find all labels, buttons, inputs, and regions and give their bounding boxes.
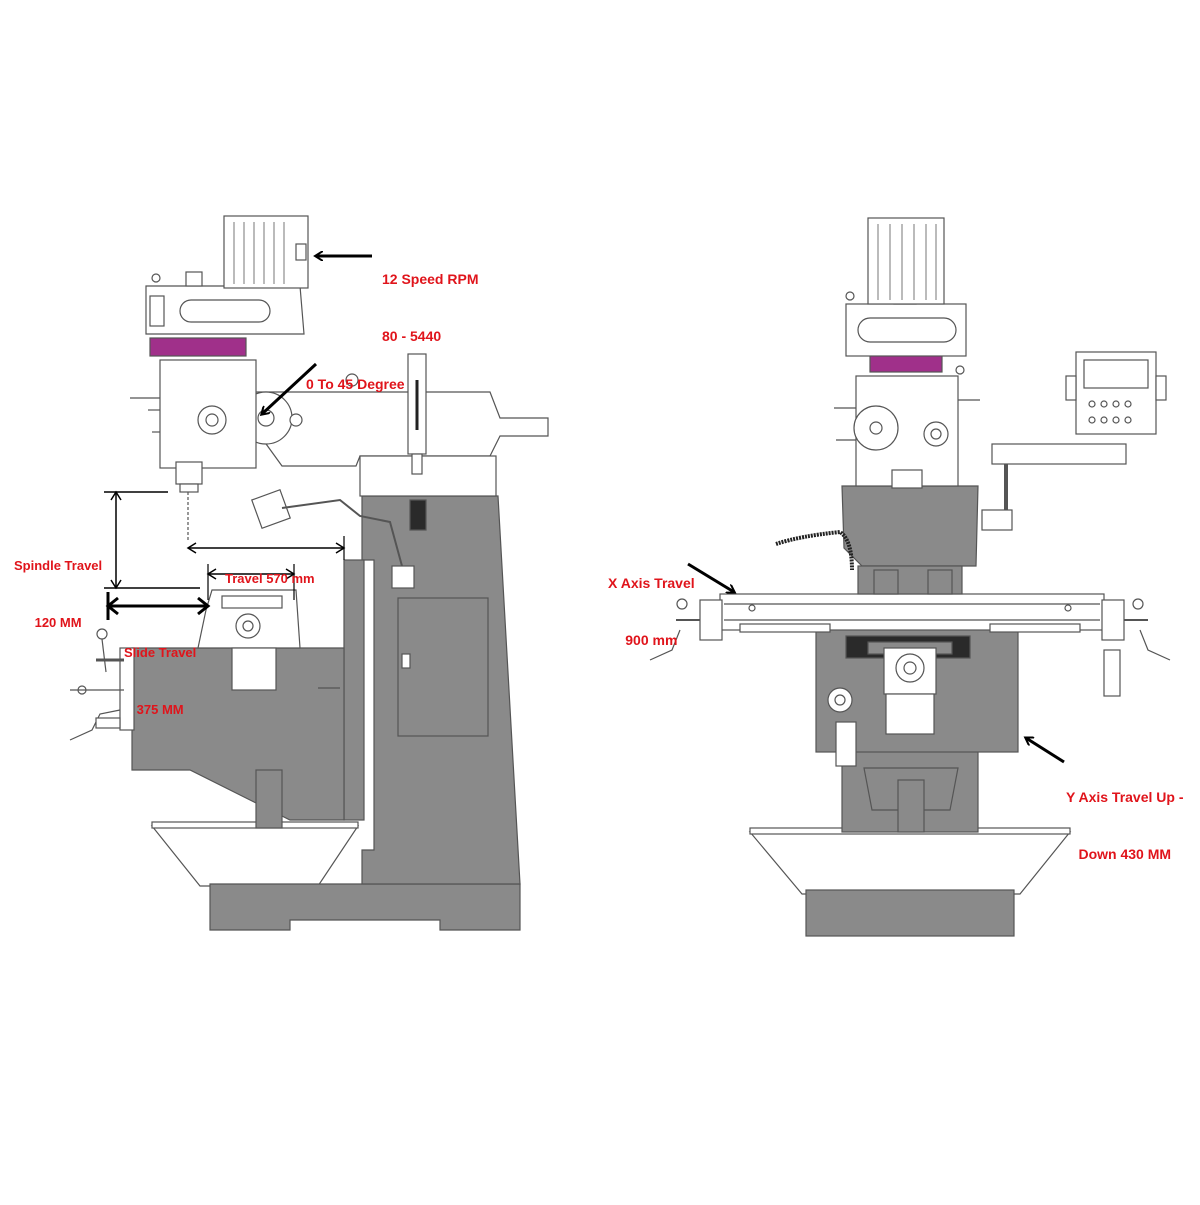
slide-travel-label-line-1: Slide Travel bbox=[124, 645, 197, 660]
front-column-upper bbox=[841, 485, 979, 567]
speed-label-line-1: 12 Speed RPM bbox=[382, 271, 479, 287]
side-view-machine bbox=[69, 215, 549, 931]
side-motor bbox=[223, 215, 309, 289]
tilt-arrow bbox=[262, 362, 318, 414]
side-base bbox=[209, 883, 521, 931]
front-motor bbox=[867, 217, 945, 305]
side-ram bbox=[255, 391, 549, 467]
speed-label-line-2: 80 - 5440 bbox=[382, 328, 442, 344]
side-dimension-lines bbox=[104, 256, 372, 620]
front-base bbox=[805, 889, 1015, 937]
front-chip-tray bbox=[748, 831, 1072, 895]
front-dimension-arrows bbox=[687, 562, 1065, 764]
travel-570-label-line-1: Travel 570 mm bbox=[225, 571, 315, 586]
front-dro-arm bbox=[982, 460, 1126, 514]
slide-travel-label: Slide Travel 375 MM bbox=[124, 605, 196, 738]
y-axis-travel-label: Y Axis Travel Up - Down 430 MM bbox=[1066, 750, 1184, 883]
front-view-machine bbox=[649, 217, 1171, 937]
travel-570-label: Travel 570 mm bbox=[225, 531, 315, 607]
spindle-travel-label-line-2: 120 MM bbox=[34, 615, 82, 630]
y-axis-arrow bbox=[1026, 738, 1065, 764]
speed-label: 12 Speed RPM 80 - 5440 bbox=[382, 232, 478, 365]
side-knee bbox=[131, 647, 345, 821]
side-column-door bbox=[397, 597, 489, 737]
side-chip-tray bbox=[150, 825, 360, 887]
slide-travel-label-line-2: 375 MM bbox=[136, 702, 184, 717]
x-axis-travel-label-line-1: X Axis Travel bbox=[608, 575, 695, 591]
y-axis-travel-label-line-2: Down 430 MM bbox=[1078, 846, 1172, 862]
y-axis-travel-label-line-1: Y Axis Travel Up - bbox=[1066, 789, 1184, 805]
tilt-label-line-1: 0 To 45 Degree bbox=[306, 376, 405, 392]
tilt-label: 0 To 45 Degree bbox=[306, 337, 405, 413]
spindle-travel-label: Spindle Travel 120 MM bbox=[14, 518, 102, 651]
front-purple-band bbox=[869, 353, 943, 373]
x-axis-arrow bbox=[687, 562, 734, 592]
side-purple-band bbox=[149, 337, 247, 357]
x-axis-travel-label-line-2: 900 mm bbox=[625, 632, 678, 648]
x-axis-travel-label: X Axis Travel 900 mm bbox=[608, 536, 695, 669]
spindle-travel-label-line-1: Spindle Travel bbox=[14, 558, 103, 573]
